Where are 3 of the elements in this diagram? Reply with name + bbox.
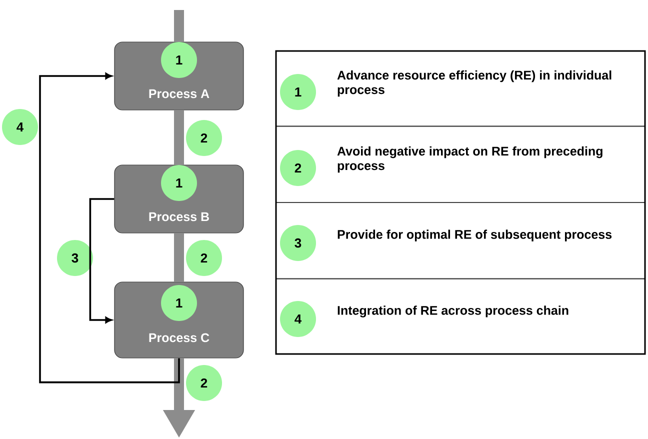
table-frame (275, 50, 646, 355)
arrow (89, 198, 114, 324)
arrow (39, 72, 180, 384)
